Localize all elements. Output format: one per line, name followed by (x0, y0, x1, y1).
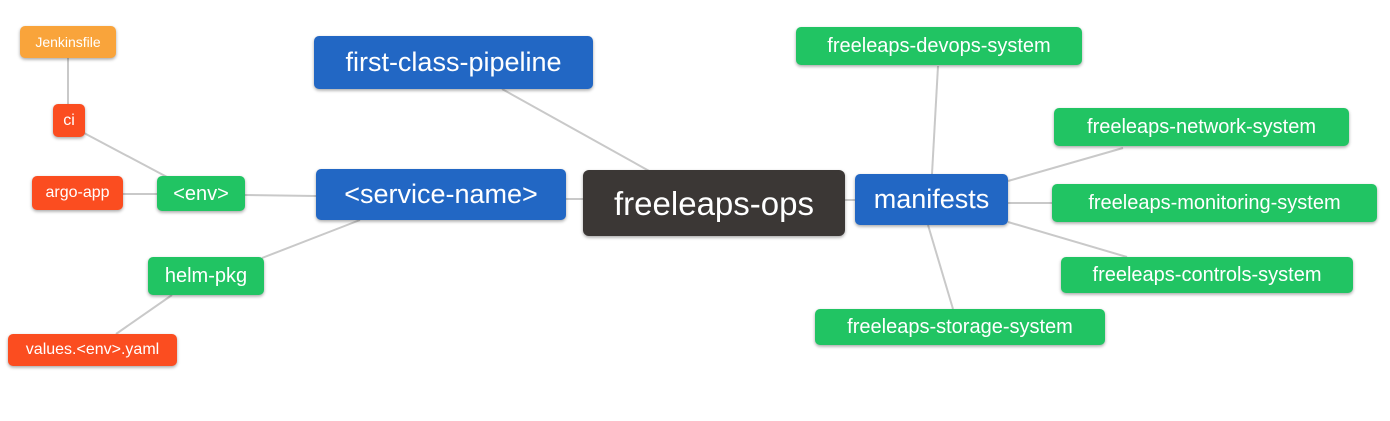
node-env[interactable]: <env> (157, 176, 245, 211)
edge-manifests-controls (1007, 221, 1128, 258)
node-freeleaps-devops-system[interactable]: freeleaps-devops-system (796, 27, 1082, 65)
node-freeleaps-controls-system[interactable]: freeleaps-controls-system (1061, 257, 1353, 293)
node-freeleaps-storage-system[interactable]: freeleaps-storage-system (815, 309, 1105, 345)
edge-pipeline-root (501, 88, 652, 173)
edge-manifests-storage (927, 224, 954, 310)
node-service-name[interactable]: <service-name> (316, 169, 566, 220)
edge-values-yaml-helm-pkg (115, 294, 173, 335)
node-values-env-yaml[interactable]: values.<env>.yaml (8, 334, 177, 366)
node-helm-pkg[interactable]: helm-pkg (148, 257, 264, 295)
node-manifests[interactable]: manifests (855, 174, 1008, 225)
node-jenkinsfile[interactable]: Jenkinsfile (20, 26, 116, 58)
edge-manifests-network (1007, 147, 1124, 182)
edge-helm-pkg-service-name (261, 219, 361, 259)
node-first-class-pipeline[interactable]: first-class-pipeline (314, 36, 593, 89)
edge-env-service-name (244, 194, 317, 197)
edge-manifests-devops (931, 65, 939, 175)
node-freeleaps-ops-root[interactable]: freeleaps-ops (583, 170, 845, 236)
node-freeleaps-monitoring-system[interactable]: freeleaps-monitoring-system (1052, 184, 1377, 222)
edge-ci-env (83, 132, 168, 178)
node-ci[interactable]: ci (53, 104, 85, 137)
node-argo-app[interactable]: argo-app (32, 176, 123, 210)
node-freeleaps-network-system[interactable]: freeleaps-network-system (1054, 108, 1349, 146)
